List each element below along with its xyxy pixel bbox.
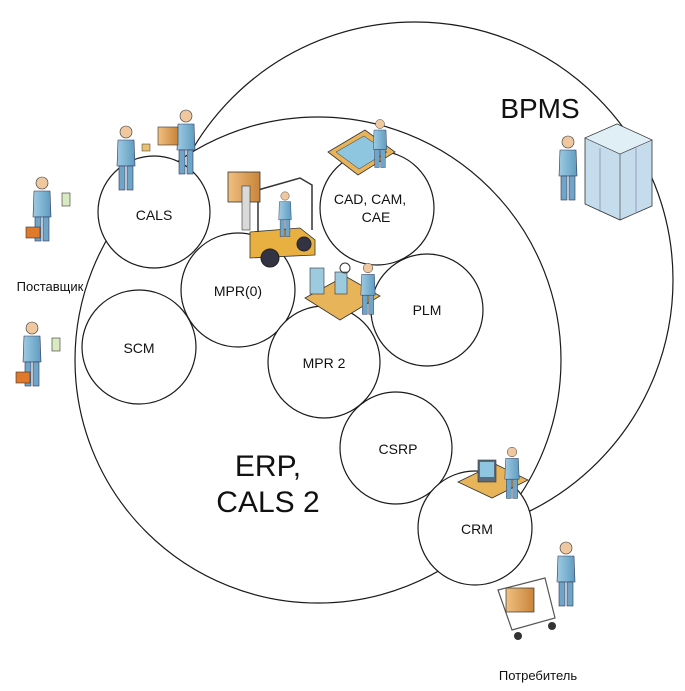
- production-line-icon: [304, 262, 381, 321]
- erp-label-line1: ERP,: [235, 450, 301, 483]
- scm-circle: [81, 289, 197, 405]
- supplier-label: Поставщик: [17, 279, 84, 294]
- cad-circle: [319, 150, 435, 266]
- shopping-cart-icon: [497, 541, 576, 640]
- cals-people-icon: [116, 109, 196, 191]
- scm-label: SCM: [123, 340, 154, 356]
- cals-label: CALS: [136, 207, 173, 223]
- cad-label-line2: CAE: [362, 209, 391, 225]
- mpr2-label: MPR 2: [303, 355, 346, 371]
- cals-circle: [97, 155, 211, 269]
- csrp-label: CSRP: [379, 441, 418, 457]
- crm-label: CRM: [461, 521, 493, 537]
- plm-label: PLM: [413, 302, 442, 318]
- consumer-label: Потребитель: [499, 668, 577, 683]
- csrp-circle: [339, 391, 453, 505]
- supplier-person-2-icon: [15, 321, 61, 387]
- bpms-label: BPMS: [500, 93, 579, 124]
- cad-designer-icon: [327, 119, 396, 176]
- forklift-icon: [227, 171, 316, 268]
- erp-label-line2: CALS 2: [216, 486, 319, 519]
- crm-circle: [417, 470, 533, 586]
- server-admin-icon: [558, 123, 653, 221]
- mpr0-label: MPR(0): [214, 283, 262, 299]
- crm-operator-icon: [457, 446, 529, 499]
- cad-label-line1: CAD, CAM,: [334, 191, 406, 207]
- supplier-person-icon: [25, 176, 71, 242]
